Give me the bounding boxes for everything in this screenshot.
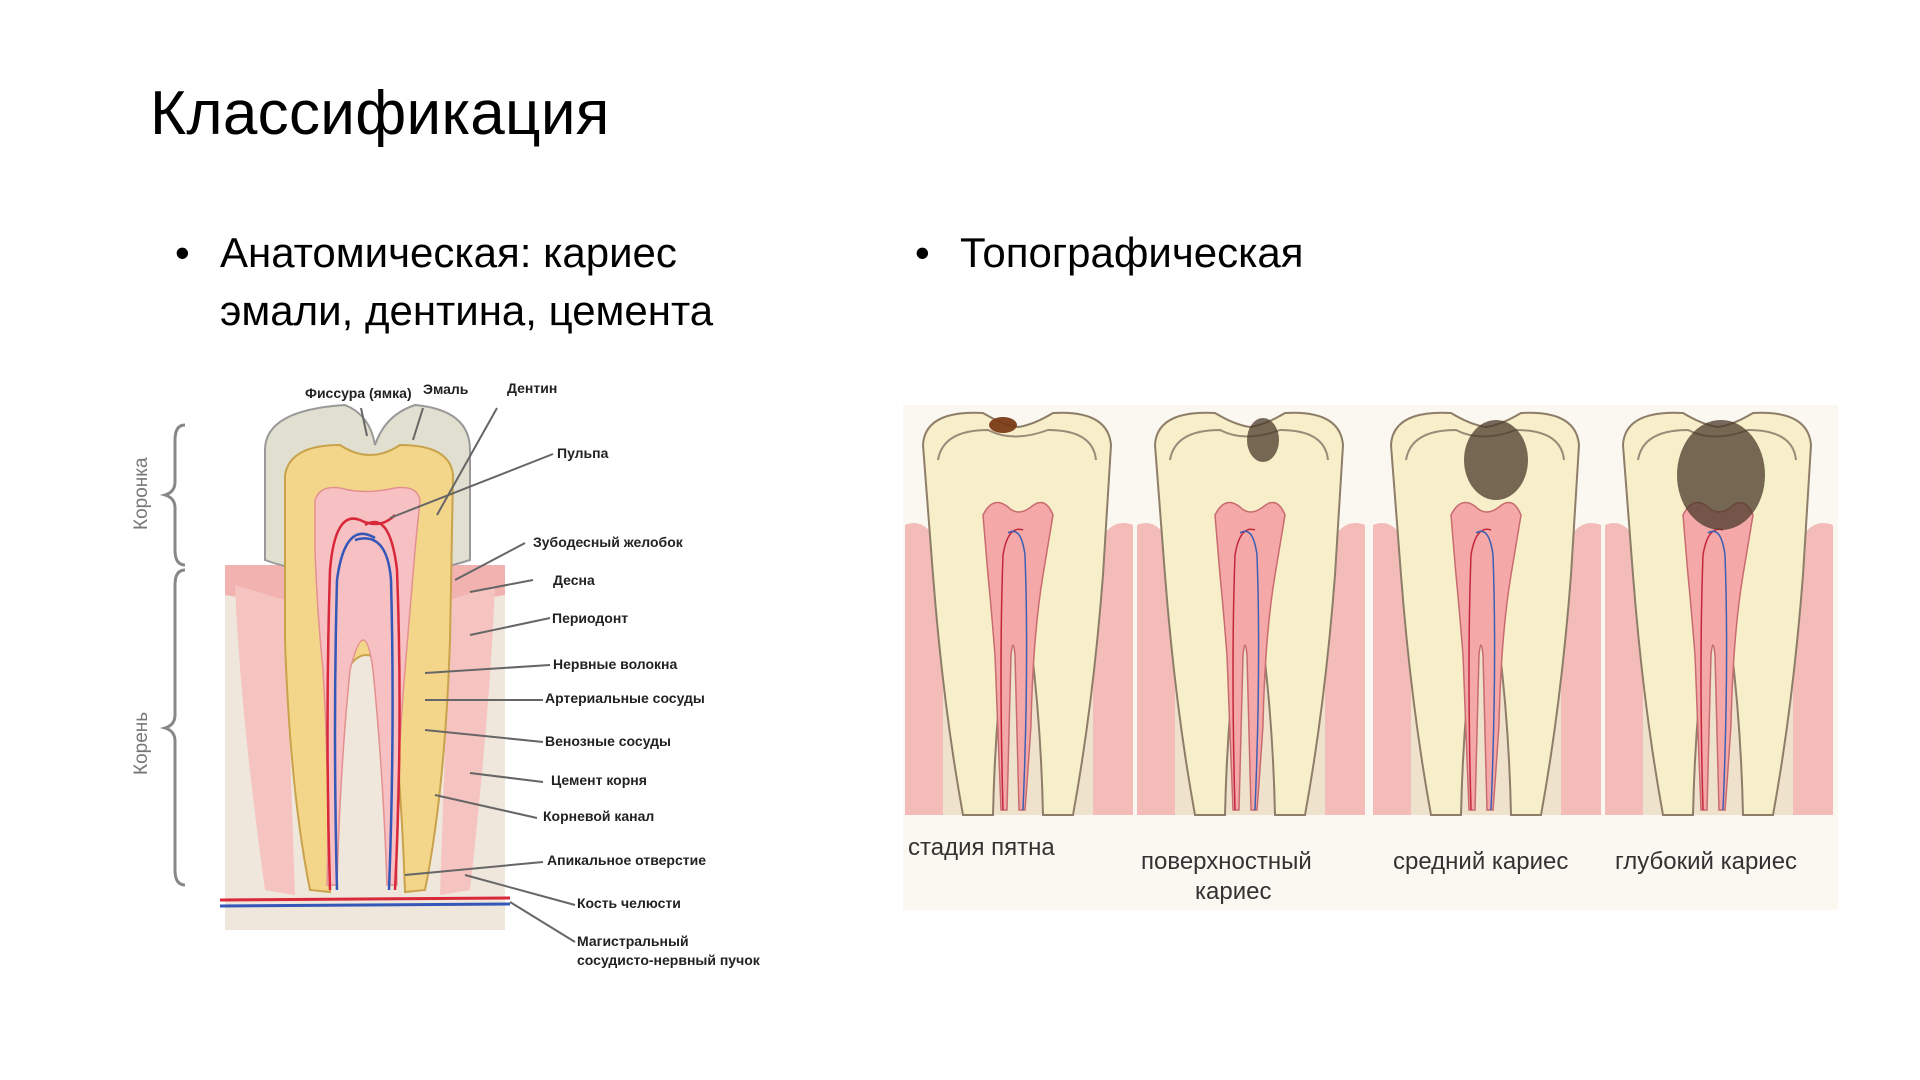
- leader-dentin: [436, 407, 498, 516]
- label-arterial-vessels: Артериальные сосуды: [545, 690, 705, 706]
- leader-fissure: [360, 407, 368, 437]
- tooth-anatomy-diagram: Коронка Корень Фиссура (ямка) Эмаль Дент…: [131, 380, 761, 968]
- stage-label-3: средний кариес: [1393, 848, 1568, 875]
- label-root-canal: Корневой канал: [543, 808, 654, 824]
- gum-left: [905, 523, 943, 815]
- caries-lesion: [1247, 418, 1279, 462]
- pulp: [1214, 501, 1286, 811]
- label-nerve-fibers: Нервные волокна: [553, 656, 677, 672]
- label-venous-vessels: Венозные сосуды: [545, 733, 671, 749]
- crown-brace: [159, 423, 186, 567]
- artery: [1700, 528, 1724, 811]
- enamel-line: [937, 428, 1097, 461]
- stage-label-2b: кариес: [1195, 878, 1271, 905]
- leader-canal: [434, 794, 538, 819]
- gum-right: [1325, 523, 1365, 815]
- vein: [1707, 530, 1728, 811]
- vein: [1239, 530, 1260, 811]
- caries-tooth-4: [1605, 411, 1833, 816]
- leader-pulp: [389, 453, 554, 519]
- pulp: [1450, 501, 1522, 811]
- leader-bundle: [509, 901, 576, 943]
- bullet-marker: •: [915, 229, 930, 276]
- stage-label-4: глубокий кариес: [1615, 848, 1797, 875]
- label-jaw-bone: Кость челюсти: [577, 895, 681, 911]
- gum-right: [1093, 523, 1133, 815]
- stage-label-2a: поверхностный: [1141, 848, 1312, 875]
- label-root-cement: Цемент корня: [551, 772, 647, 788]
- leader-cement: [469, 772, 544, 783]
- caries-stages-figure: стадия пятна поверхностный кариес средни…: [903, 405, 1838, 910]
- root-side-label: Корень: [131, 712, 152, 775]
- stage-label-1: стадия пятна: [908, 834, 1055, 861]
- main-artery: [219, 896, 511, 902]
- artery: [1000, 528, 1024, 811]
- label-periodontium: Периодонт: [552, 610, 628, 626]
- bullet-anatomical: • Анатомическая: кариес эмали, дентина, …: [175, 224, 840, 340]
- label-fissure: Фиссура (ямка): [305, 385, 412, 401]
- vein: [1475, 530, 1496, 811]
- leader-vein: [424, 729, 544, 743]
- leader-enamel: [412, 407, 424, 441]
- vein-right: [354, 537, 394, 891]
- periodontium-left: [235, 585, 295, 895]
- caries-stages-diagram: стадия пятна поверхностный кариес средни…: [903, 405, 1838, 910]
- caries-lesion: [1464, 420, 1528, 500]
- leader-groove: [454, 542, 526, 581]
- gum-left: [1137, 523, 1175, 815]
- label-enamel: Эмаль: [423, 381, 469, 397]
- vein: [1007, 530, 1028, 811]
- label-bundle-line2: сосудисто-нервный пучок: [577, 952, 761, 968]
- artery-right: [364, 520, 401, 891]
- leader-apical: [404, 861, 544, 876]
- artery: [1468, 528, 1492, 811]
- caries-tooth-1: [905, 411, 1133, 816]
- label-gum: Десна: [553, 572, 595, 588]
- label-apical-foramen: Апикальное отверстие: [547, 852, 706, 868]
- leader-nerve: [424, 664, 551, 674]
- bullet-text-line: эмали, дентина, цемента: [220, 287, 714, 334]
- caries-lesion: [1677, 420, 1765, 530]
- gum-right: [1793, 523, 1833, 815]
- teeth-group: [905, 411, 1833, 816]
- leader-periodont: [469, 617, 551, 636]
- pulp: [982, 501, 1054, 811]
- crown-side-label: Коронка: [131, 457, 152, 530]
- caries-tooth-2: [1137, 411, 1365, 816]
- label-pulp: Пульпа: [557, 445, 609, 461]
- label-bundle-line1: Магистральный: [577, 933, 689, 949]
- artery: [1232, 528, 1256, 811]
- gum-right: [1561, 523, 1601, 815]
- leader-bone: [464, 874, 576, 906]
- slide-title: Классификация: [150, 79, 610, 148]
- leader-gum: [469, 579, 534, 593]
- periodontium-right: [440, 585, 495, 895]
- right-leader-lines: [389, 453, 576, 943]
- tooth-anatomy-figure: Коронка Корень Фиссура (ямка) Эмаль Дент…: [125, 370, 785, 980]
- bullet-marker: •: [175, 229, 190, 276]
- vein-left: [333, 532, 376, 891]
- gum-left: [1373, 523, 1411, 815]
- caries-lesion: [989, 417, 1017, 433]
- label-dentin: Дентин: [507, 380, 557, 396]
- main-vein: [219, 902, 511, 908]
- bullet-text-line: Топографическая: [960, 229, 1304, 276]
- root-brace: [159, 568, 186, 887]
- bullet-text-line: Анатомическая: кариес: [220, 229, 677, 276]
- label-gingival-groove: Зубодесный желобок: [533, 534, 684, 550]
- caries-tooth-3: [1373, 411, 1601, 816]
- gum-left: [1605, 523, 1643, 815]
- bullet-topographic: • Топографическая: [915, 224, 1660, 282]
